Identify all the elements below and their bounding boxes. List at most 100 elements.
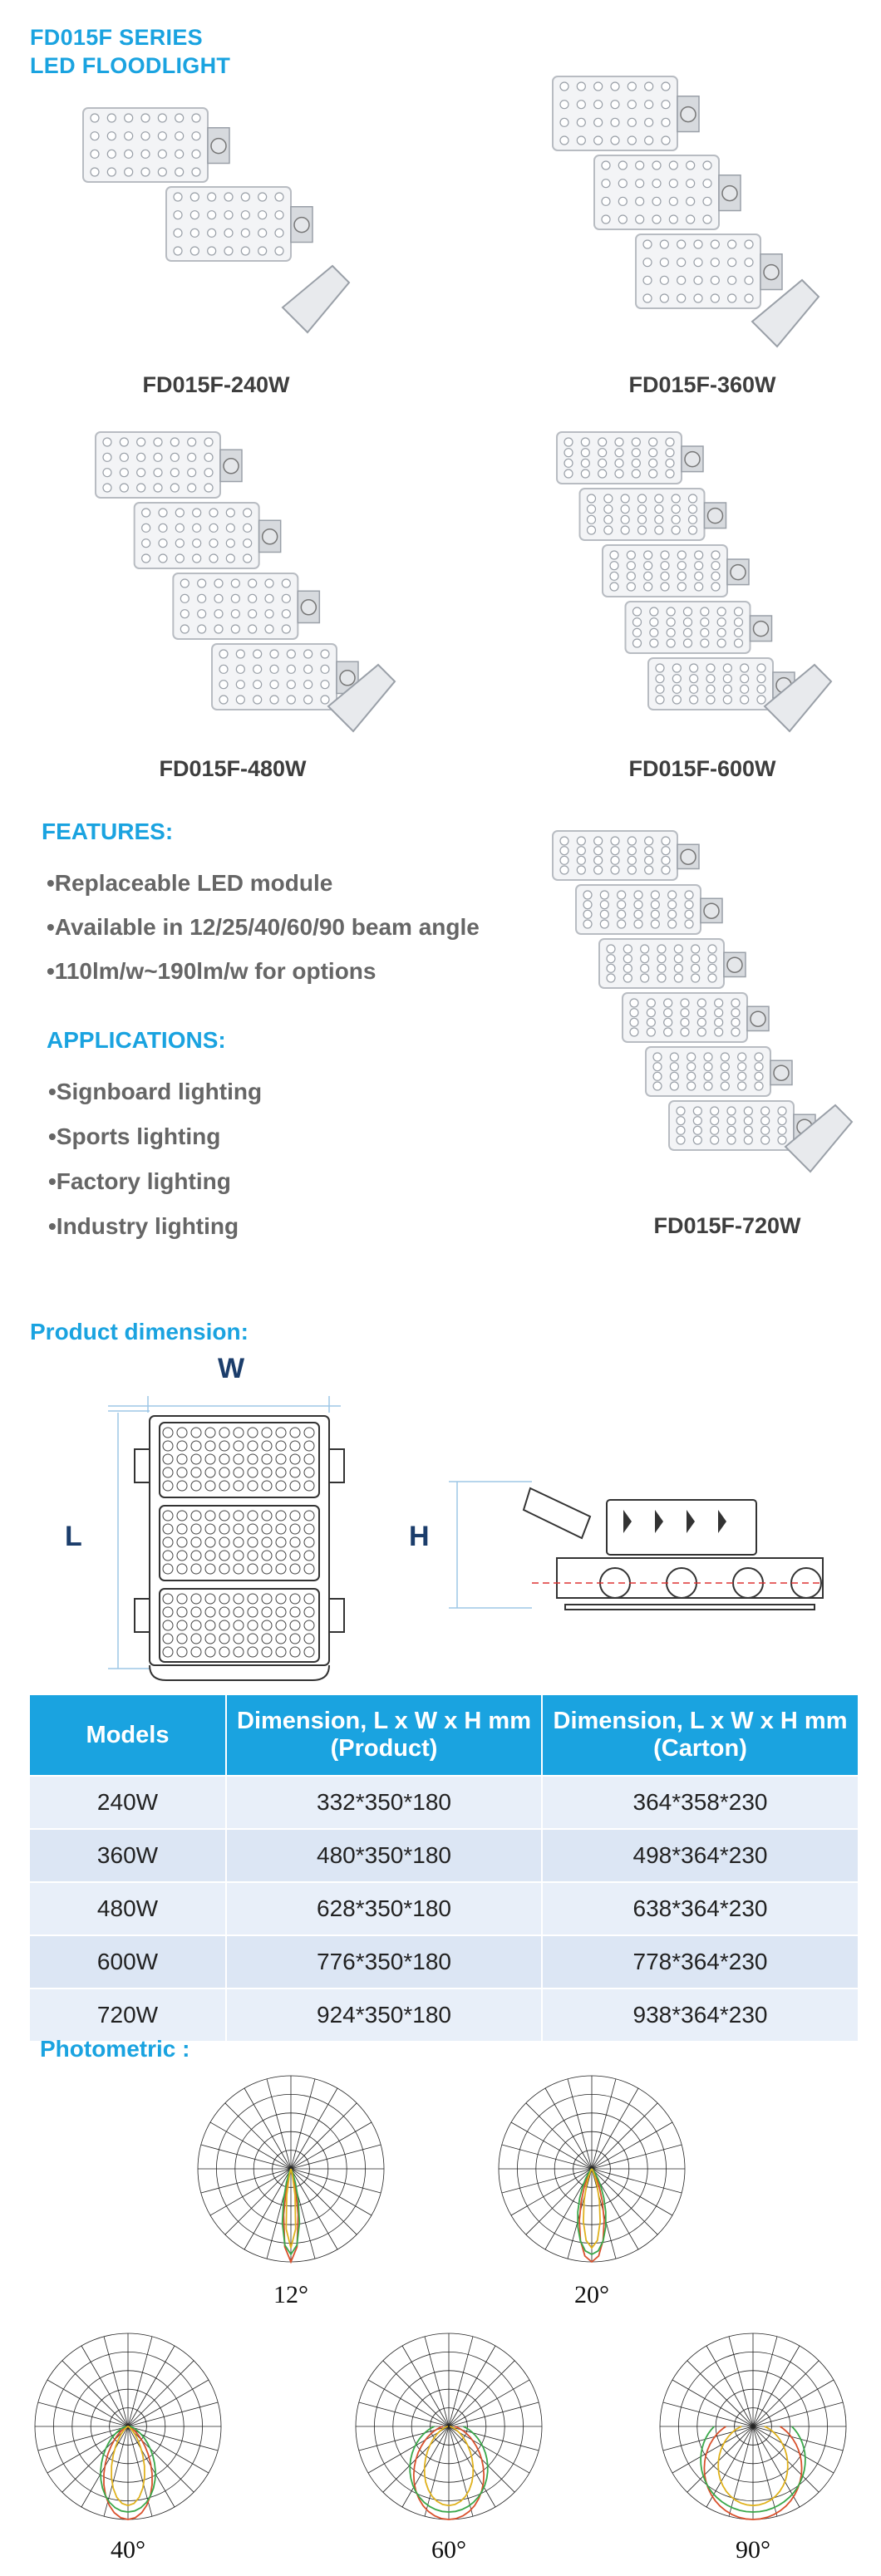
polar-chart-60 [355, 2333, 543, 2520]
polar-label-40: 40° [111, 2536, 145, 2564]
intensity-curve-3 [582, 2168, 602, 2249]
product-image-480w [95, 431, 396, 733]
intensity-curve-2 [700, 2426, 806, 2513]
table-header-carton: Dimension, L x W x H mm (Carton) [542, 1695, 858, 1776]
intensity-curve-3 [423, 2426, 475, 2507]
dimension-length-label: L [65, 1521, 82, 1552]
intensity-curve-3 [285, 2168, 297, 2249]
product-caption-600w: FD015F-600W [628, 756, 776, 781]
intensity-curve-3 [111, 2426, 145, 2507]
intensity-curve-2 [100, 2426, 156, 2513]
led-module [624, 601, 773, 654]
led-module [602, 544, 750, 597]
application-item: •Industry lighting [48, 1213, 239, 1239]
series-title: FD015F SERIES LED FLOODLIGHT [30, 23, 230, 80]
mounting-bracket [763, 663, 833, 733]
applications-heading: APPLICATIONS: [47, 1027, 226, 1053]
intensity-curve-1 [103, 2426, 153, 2520]
product-caption-720w: FD015F-720W [653, 1213, 801, 1238]
dimension-heading: Product dimension: [30, 1319, 249, 1345]
application-item: •Factory lighting [48, 1168, 231, 1194]
polar-chart-20 [498, 2075, 686, 2264]
application-item: •Signboard lighting [48, 1079, 263, 1104]
floodlight-body [82, 107, 313, 262]
led-module [578, 488, 727, 541]
product-caption-480w: FD015F-480W [159, 756, 307, 781]
product-caption-360w: FD015F-360W [628, 372, 776, 397]
mounting-bracket [327, 663, 396, 733]
floodlight-body [552, 830, 816, 1151]
led-module [211, 643, 359, 710]
dimension-height-label: H [409, 1521, 430, 1552]
table-cell-model: 600W [30, 1934, 227, 1989]
table-cell-carton: 498*364*230 [542, 1828, 858, 1882]
table-cell-model: 720W [30, 1988, 227, 2041]
led-module [165, 186, 313, 262]
dimension-table: Models Dimension, L x W x H mm (Product)… [30, 1695, 858, 2041]
polar-label-12: 12° [273, 2281, 308, 2308]
led-module [95, 431, 243, 499]
table-cell-product: 332*350*180 [226, 1775, 543, 1829]
led-module [575, 884, 723, 935]
polar-chart-90 [659, 2333, 847, 2520]
table-header-product: Dimension, L x W x H mm (Product) [226, 1695, 543, 1776]
mounting-bracket [784, 1104, 854, 1173]
polar-chart-40 [34, 2333, 222, 2520]
led-module [635, 234, 783, 309]
table-row: 480W 628*350*180 638*364*230 [30, 1881, 858, 1935]
polar-grid [34, 2333, 222, 2520]
table-row: 360W 480*350*180 498*364*230 [30, 1828, 858, 1882]
product-image-360w [552, 76, 820, 348]
product-caption-240w: FD015F-240W [142, 372, 290, 397]
table-row: 240W 332*350*180 364*358*230 [30, 1775, 858, 1829]
table-cell-product: 480*350*180 [226, 1828, 543, 1882]
polar-grid [659, 2333, 847, 2520]
table-cell-carton: 938*364*230 [542, 1988, 858, 2041]
mounting-bracket [751, 278, 820, 348]
features-heading: FEATURES: [42, 819, 174, 844]
series-title-line1: FD015F SERIES [30, 25, 203, 50]
led-module [133, 502, 282, 569]
dimension-width-label: W [218, 1353, 245, 1384]
application-item: •Sports lighting [48, 1123, 221, 1149]
floodlight-body [552, 76, 783, 309]
intensity-curve-3 [717, 2426, 789, 2507]
table-cell-model: 360W [30, 1828, 227, 1882]
intensity-curve-1 [412, 2426, 485, 2520]
feature-item: •110lm/w~190lm/w for options [47, 958, 377, 984]
side-view-drawing [449, 1481, 824, 1610]
intensity-curve-1 [703, 2426, 803, 2520]
led-module [552, 830, 700, 881]
led-module [668, 1100, 816, 1151]
intensity-curve-2 [409, 2426, 489, 2513]
led-module [556, 431, 704, 484]
table-cell-carton: 364*358*230 [542, 1775, 858, 1829]
photometric-heading: Photometric : [40, 2036, 190, 2062]
polar-grid [197, 2075, 385, 2263]
led-module [645, 1046, 793, 1097]
feature-item: •Replaceable LED module [47, 870, 333, 896]
product-image-600w [556, 431, 833, 733]
feature-item: •Available in 12/25/40/60/90 beam angle [47, 914, 480, 940]
led-module [593, 155, 741, 230]
table-header-row: Models Dimension, L x W x H mm (Product)… [30, 1695, 858, 1776]
polar-grid [355, 2333, 543, 2520]
product-image-240w [82, 107, 351, 334]
floodlight-body [95, 431, 359, 710]
table-cell-model: 480W [30, 1881, 227, 1935]
led-module [552, 76, 700, 151]
table-cell-model: 240W [30, 1775, 227, 1829]
led-module [172, 573, 321, 640]
table-row: 600W 776*350*180 778*364*230 [30, 1934, 858, 1989]
led-module [598, 938, 746, 989]
product-image-720w [552, 830, 854, 1173]
table-cell-carton: 638*364*230 [542, 1881, 858, 1935]
mounting-bracket [281, 264, 351, 334]
floodlight-body [556, 431, 795, 710]
table-header-models: Models [30, 1695, 227, 1776]
led-module [82, 107, 230, 183]
polar-label-60: 60° [431, 2536, 466, 2564]
polar-chart-12 [197, 2075, 385, 2264]
table-cell-carton: 778*364*230 [542, 1934, 858, 1989]
front-view-drawing [108, 1396, 345, 1681]
